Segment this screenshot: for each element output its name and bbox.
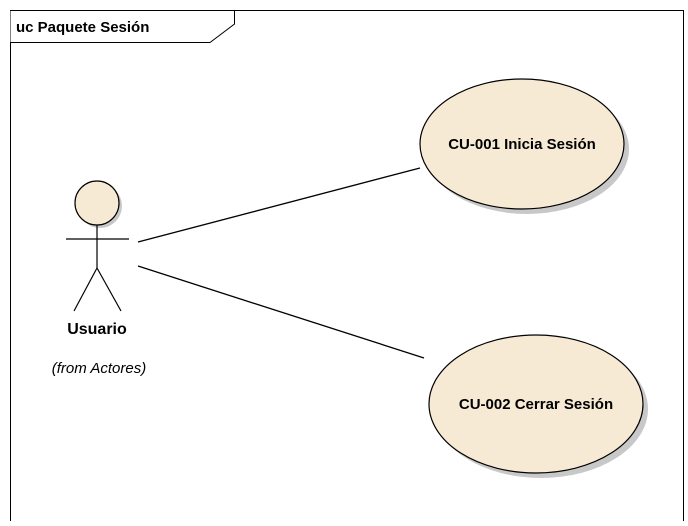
association-usuario-uc-001[interactable] <box>137 167 421 243</box>
frame-title: uc Paquete Sesión <box>16 19 149 36</box>
use-case-label: CU-002 Cerrar Sesión <box>459 396 613 413</box>
association-usuario-uc-002[interactable] <box>137 265 425 359</box>
use-case-uc-002[interactable]: CU-002 Cerrar Sesión <box>428 334 648 478</box>
actor-stereotype: (from Actores) <box>52 360 146 377</box>
frame-border <box>10 10 684 521</box>
frame-title-tab <box>10 10 235 43</box>
diagram-frame: uc Paquete Sesión <box>10 10 684 521</box>
actor-name: Usuario <box>67 321 127 338</box>
associations <box>137 167 425 359</box>
actor-figure-icon <box>66 180 129 312</box>
use-case-ellipse <box>419 78 625 210</box>
use-case-uc-001[interactable]: CU-001 Inicia Sesión <box>419 78 629 214</box>
use-case-label: CU-001 Inicia Sesión <box>448 136 596 153</box>
actor-usuario[interactable]: Usuario (from Actores) <box>52 180 146 377</box>
use-case-ellipse <box>428 334 644 474</box>
